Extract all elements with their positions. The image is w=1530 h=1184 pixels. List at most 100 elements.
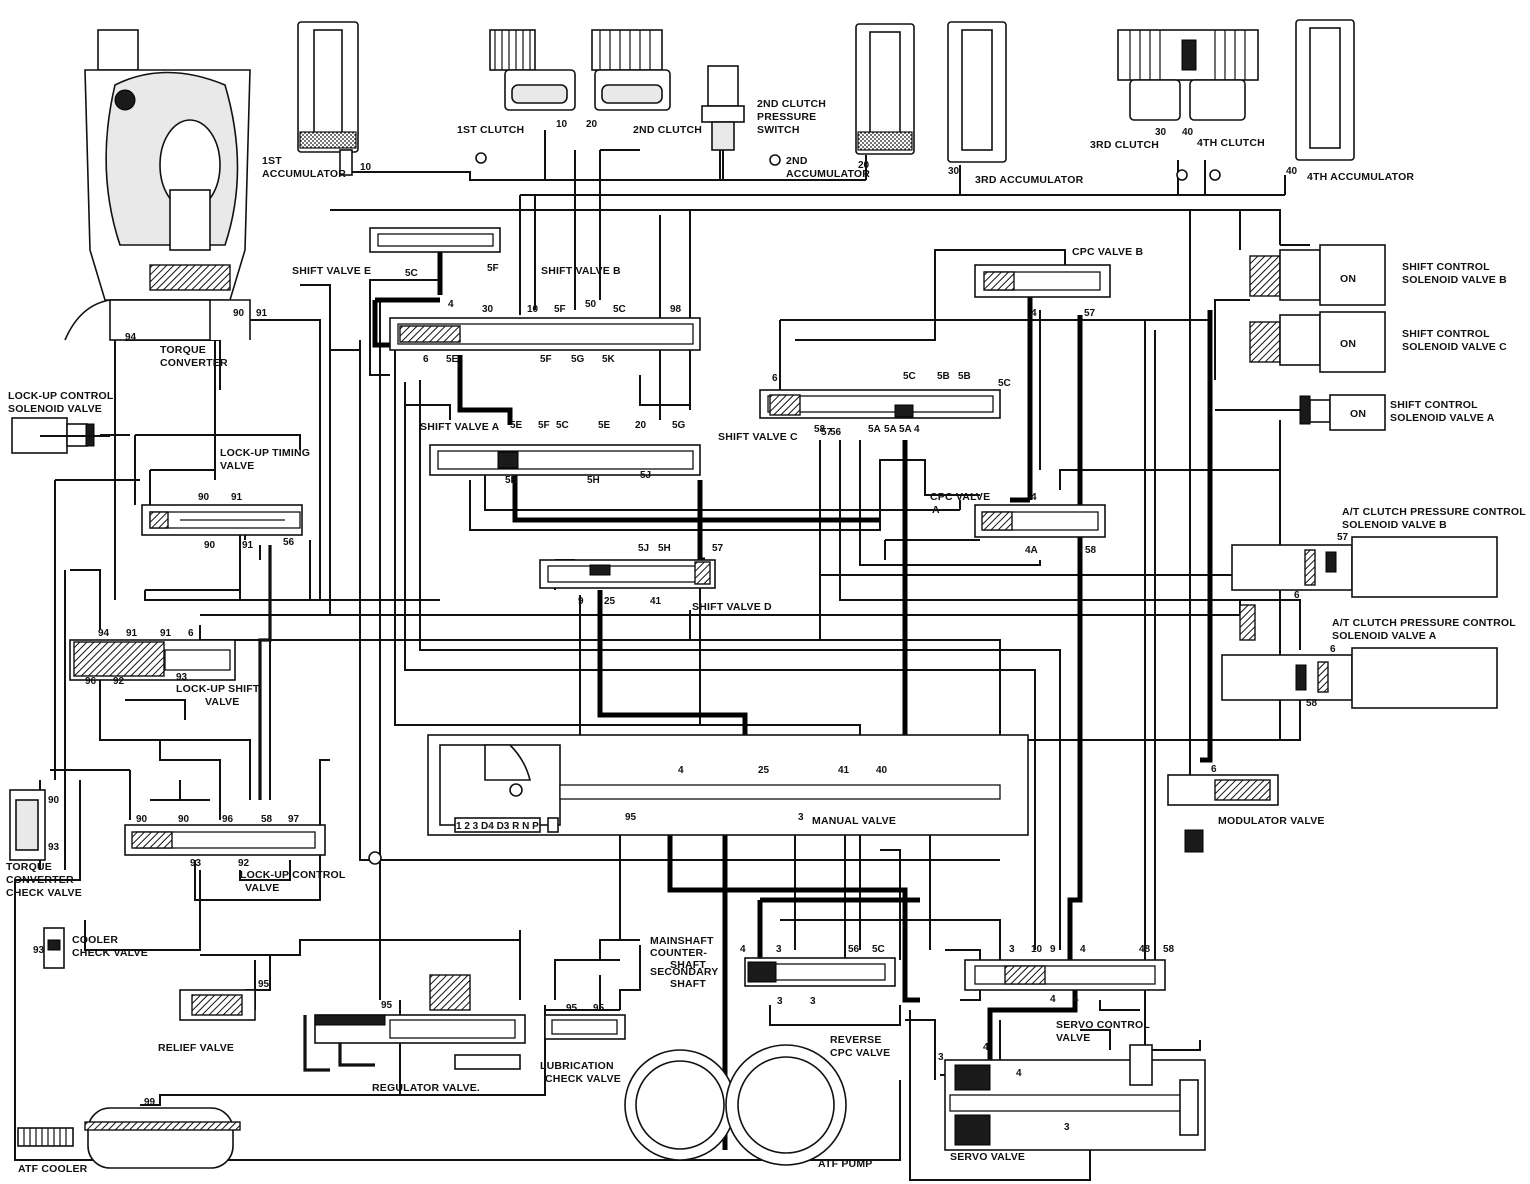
port-label: 4 [1031, 308, 1037, 319]
port-label: 5E [510, 420, 523, 431]
label-reverse-cpc-1: REVERSE [830, 1034, 882, 1046]
label-servo-control-2: VALVE [1056, 1032, 1090, 1044]
label-tc-check-2: CONVERTER [6, 874, 74, 886]
port-label: 91 [231, 492, 243, 503]
second-accumulator [855, 23, 915, 155]
port-label: 3 [798, 812, 804, 823]
label-countershaft-2: SHAFT [670, 959, 706, 971]
label-shift-solenoid-b-2: SOLENOID VALVE B [1402, 274, 1507, 286]
port-label: 5G [571, 354, 585, 365]
label-on-c: ON [1340, 338, 1356, 350]
label-cooler-check-2: CHECK VALVE [72, 947, 148, 959]
label-pressure-switch-3: SWITCH [757, 124, 800, 136]
port-label: 57 [1337, 532, 1349, 543]
cpc-valve-b [974, 264, 1111, 298]
port-label: 5C [998, 378, 1011, 389]
port-label: 94 [98, 628, 110, 639]
port-label: 56 [283, 537, 295, 548]
port-label: 91 [256, 308, 268, 319]
port-label: 4A [1025, 545, 1038, 556]
port-label: 4 [1080, 944, 1086, 955]
port-label: 5F [538, 420, 550, 431]
port-label: 25 [758, 765, 770, 776]
third-accumulator [947, 21, 1007, 163]
shift-valve-d [539, 559, 716, 589]
port-label: 5A [884, 424, 897, 435]
label-gear-positions: 1 2 3 D4 D3 R N P [456, 821, 539, 832]
port-label: 4 [1016, 1068, 1022, 1079]
label-secondary-2: SHAFT [670, 978, 706, 990]
label-lockup-control-2: VALVE [245, 882, 279, 894]
port-label: 30 [1155, 127, 1167, 138]
port-label: 10 [527, 304, 539, 315]
label-reverse-cpc-2: CPC VALVE [830, 1047, 890, 1059]
medium-lines [258, 545, 375, 1072]
port-label: 4 [740, 944, 746, 955]
label-servo-control-1: SERVO CONTROL [1056, 1019, 1150, 1031]
port-label: 93 [33, 945, 45, 956]
port-label: 56 [848, 944, 860, 955]
port-label: 50 [585, 299, 597, 310]
port-label: 48 [1139, 944, 1151, 955]
port-label: 57 [712, 543, 724, 554]
port-label: 93 [48, 842, 60, 853]
label-tc-check-3: CHECK VALVE [6, 887, 82, 899]
port-label: 93 [176, 672, 188, 683]
port-label: 20 [586, 119, 598, 130]
atf-cooler [17, 1107, 241, 1169]
port-label: 5A [899, 424, 912, 435]
lockup-control-valve [124, 824, 326, 856]
label-lockup-solenoid-2: SOLENOID VALVE [8, 403, 102, 415]
port-label: 20 [635, 420, 647, 431]
label-lubrication-2: CHECK VALVE [545, 1073, 621, 1085]
label-mainshaft: MAINSHAFT [650, 935, 714, 947]
port-label: 4 [983, 1042, 989, 1053]
port-label: 40 [876, 765, 888, 776]
port-label: 4 [1050, 994, 1056, 1005]
port-label: 95 [258, 979, 270, 990]
label-shift-valve-d: SHIFT VALVE D [692, 601, 772, 613]
port-label: 5J [638, 543, 649, 554]
port-label: 95 [625, 812, 637, 823]
port-label: 5F [487, 263, 499, 274]
label-manual-valve: MANUAL VALVE [812, 815, 896, 827]
port-label: 97 [288, 814, 300, 825]
port-label: 5C [903, 371, 916, 382]
port-label: 5B [958, 371, 971, 382]
port-label: 92 [238, 858, 250, 869]
port-label: 91 [242, 540, 254, 551]
label-relief-valve: RELIEF VALVE [158, 1042, 234, 1054]
port-label: 57 [1084, 308, 1096, 319]
label-cpc-valve-b: CPC VALVE B [1072, 246, 1143, 258]
port-label: 98 [670, 304, 682, 315]
port-label: 4 [448, 299, 454, 310]
label-fourth-clutch: 4TH CLUTCH [1197, 137, 1265, 149]
label-first-clutch: 1ST CLUTCH [457, 124, 524, 136]
hydraulic-lines [14, 130, 1331, 1181]
second-clutch-pressure-switch [701, 65, 745, 180]
lockup-timing-valve [141, 504, 303, 536]
label-lockup-shift-1: LOCK-UP SHIFT [176, 683, 260, 695]
label-lockup-timing-2: VALVE [220, 460, 254, 472]
atf-pump [624, 1044, 847, 1166]
port-label: 4 [1073, 994, 1079, 1005]
port-label: 56 [830, 427, 842, 438]
port-label: 91 [126, 628, 138, 639]
label-shift-solenoid-a-1: SHIFT CONTROL [1390, 399, 1478, 411]
port-label: 4 [914, 424, 920, 435]
port-label: 10 [360, 162, 372, 173]
lockup-shift-valve [69, 639, 236, 681]
port-label: 90 [178, 814, 190, 825]
shift-valve-a [429, 444, 701, 476]
port-label: 6 [1294, 590, 1300, 601]
port-label: 41 [650, 596, 662, 607]
port-label: 99 [144, 1097, 156, 1108]
label-shift-valve-b: SHIFT VALVE B [541, 265, 621, 277]
port-label: 30 [948, 166, 960, 177]
label-shift-solenoid-c-2: SOLENOID VALVE C [1402, 341, 1507, 353]
port-label: 40 [1182, 127, 1194, 138]
label-first-accumulator-1: 1ST [262, 155, 282, 167]
port-label: 57 [821, 427, 833, 438]
port-label: 30 [482, 304, 494, 315]
